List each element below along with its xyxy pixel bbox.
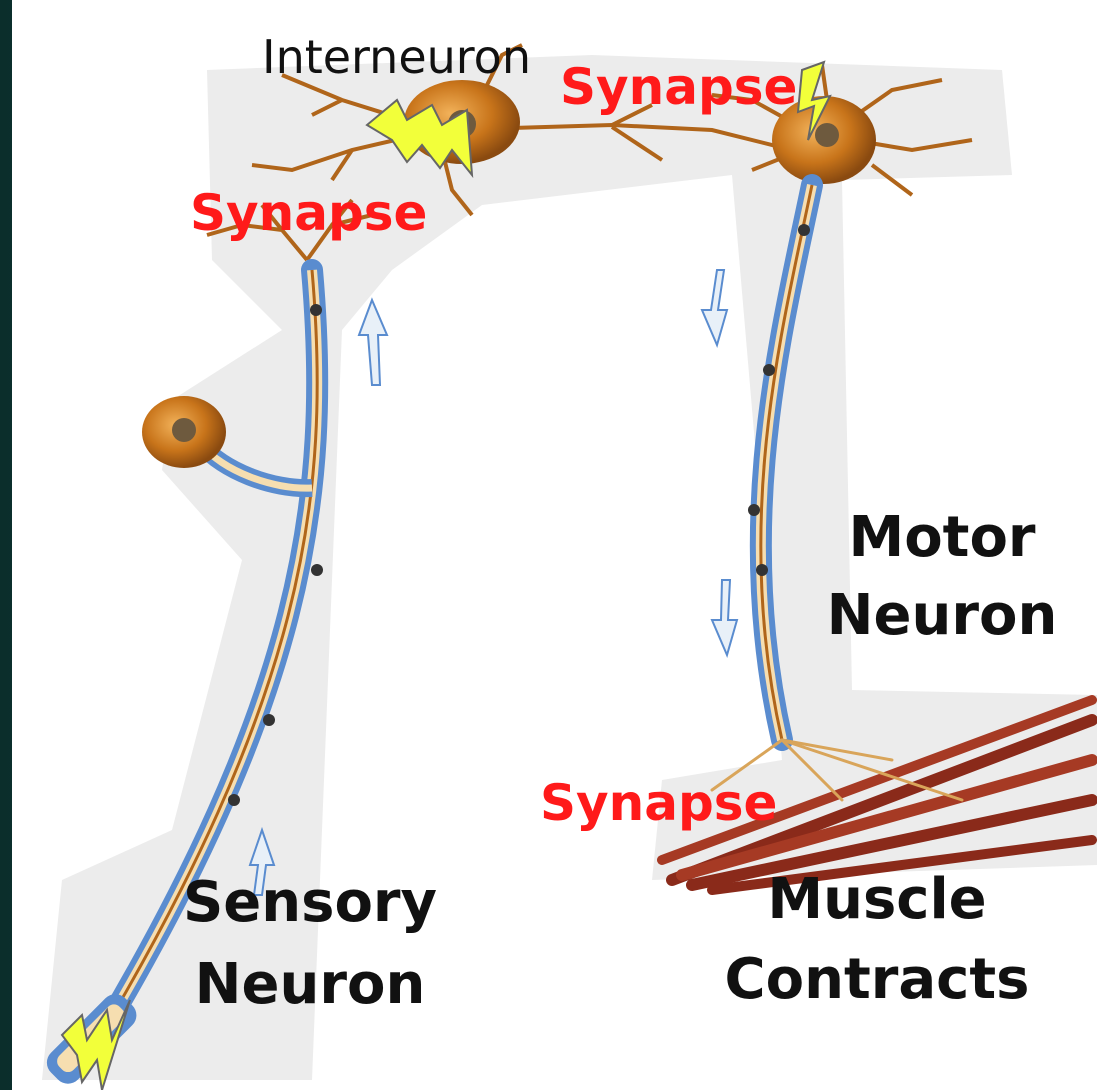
sensory-neuron-label: Sensory Neuron (160, 875, 460, 1013)
synapse-label-top-right: Synapse (560, 62, 797, 112)
muscle-label-line1: Muscle (707, 872, 1047, 928)
motor-neuron-label-line1: Motor (812, 510, 1072, 566)
interneuron-label: Interneuron (262, 34, 531, 80)
synapse-label-bottom: Synapse (540, 778, 777, 828)
motor-neuron-label-line2: Neuron (812, 588, 1072, 644)
sensory-neuron-label-line1: Sensory (160, 875, 460, 931)
diagram-canvas: Interneuron Synapse Synapse Synapse Moto… (12, 0, 1097, 1090)
muscle-label-line2: Contracts (707, 952, 1047, 1008)
synapse-label-top-left: Synapse (190, 188, 427, 238)
sensory-neuron-label-line2: Neuron (160, 957, 460, 1013)
muscle-contracts-label: Muscle Contracts (707, 872, 1047, 1008)
motor-neuron-label: Motor Neuron (812, 510, 1072, 644)
